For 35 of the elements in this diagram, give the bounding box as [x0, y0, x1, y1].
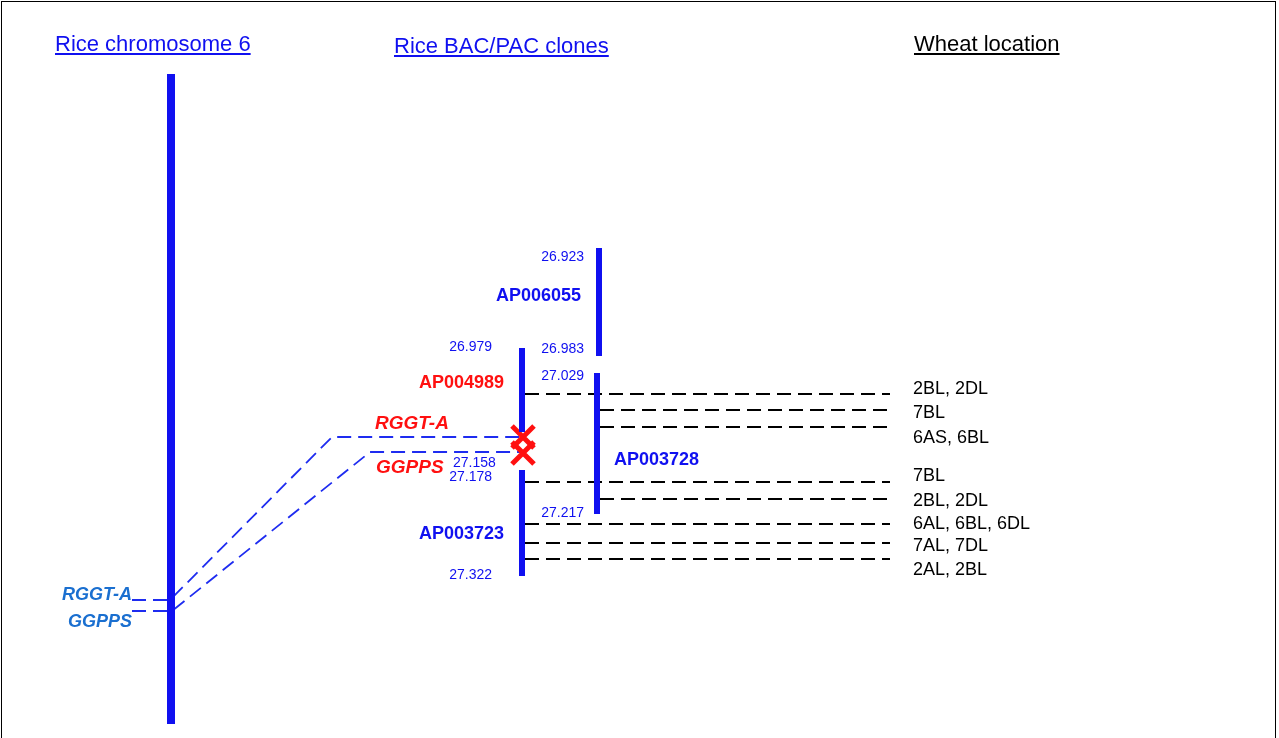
dashed-line	[524, 542, 891, 544]
dashed-line	[524, 481, 891, 483]
wheat-location: 6AL, 6BL, 6DL	[890, 511, 1080, 535]
wheat-location: 2BL, 2DL	[890, 488, 1080, 512]
clone-name: AP004989	[418, 373, 504, 391]
position-value: 27.178	[448, 469, 492, 483]
gene-label: GGPPS	[40, 609, 132, 633]
wheat-location: 7BL	[890, 463, 1080, 487]
clone-name: AP003728	[614, 450, 700, 468]
position-value: 26.983	[540, 341, 584, 355]
column-heading: Rice BAC/PAC clones	[394, 35, 609, 57]
position-value: 26.923	[540, 249, 584, 263]
position-value: 27.217	[540, 505, 584, 519]
wheat-location: 2AL, 2BL	[890, 557, 1080, 581]
wheat-location: 7AL, 7DL	[890, 533, 1080, 557]
cross-mark	[509, 439, 537, 467]
gene-label: RGGT-A	[375, 413, 449, 432]
position-value: 27.029	[540, 368, 584, 382]
clone-name: AP003723	[418, 524, 504, 542]
cross-mark	[509, 423, 537, 451]
position-value: 26.979	[448, 339, 492, 353]
chromosome-bar	[167, 74, 175, 724]
dashed-line	[524, 558, 891, 560]
gene-label: GGPPS	[376, 457, 444, 476]
dashed-line	[524, 393, 891, 395]
wheat-location: 6AS, 6BL	[890, 425, 1080, 449]
clone-name: AP006055	[495, 286, 581, 304]
position-value: 27.322	[448, 567, 492, 581]
position-value: 27.158	[453, 455, 496, 469]
gene-label: RGGT-A	[40, 583, 132, 605]
wheat-location: 7BL	[890, 400, 1080, 424]
wheat-location: 2BL, 2DL	[890, 376, 1080, 400]
column-heading: Rice chromosome 6	[55, 33, 251, 55]
dashed-line	[524, 523, 891, 525]
column-heading: Wheat location	[914, 33, 1060, 55]
